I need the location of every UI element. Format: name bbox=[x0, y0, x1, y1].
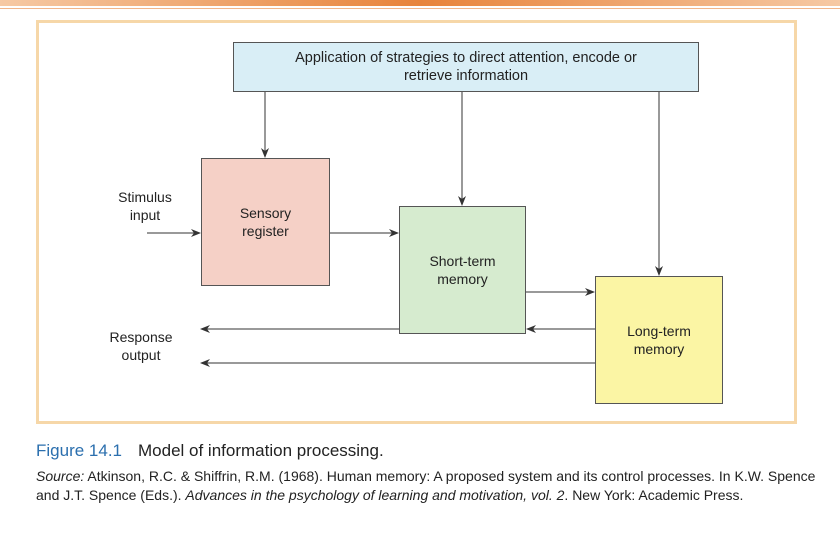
source-label: Source: bbox=[36, 468, 85, 484]
top-thin-line bbox=[0, 8, 840, 9]
stimulus-input-label: Stimulus input bbox=[118, 189, 172, 223]
figure-number: Figure 14.1 bbox=[36, 441, 122, 460]
figure-source: Source: Atkinson, R.C. & Shiffrin, R.M. … bbox=[36, 467, 826, 505]
long-term-memory-box: Long-term memory bbox=[595, 276, 723, 404]
short-term-memory-box: Short-term memory bbox=[399, 206, 526, 334]
top-gradient-band bbox=[0, 0, 840, 6]
top-decorative-bar bbox=[0, 0, 840, 9]
figure-title: Model of information processing. bbox=[138, 441, 384, 460]
response-output-label: Response output bbox=[109, 329, 173, 363]
sensory-register-box: Sensory register bbox=[201, 158, 330, 286]
figure-title-line: Figure 14.1 Model of information processi… bbox=[36, 440, 826, 462]
control-processes-box: Application of strategies to direct atte… bbox=[233, 42, 699, 92]
source-text-2: . New York: Academic Press. bbox=[564, 487, 744, 503]
figure-caption: Figure 14.1 Model of information processi… bbox=[36, 440, 826, 505]
source-text-1: Atkinson, R.C. & Shiffrin, R.M. (1968). … bbox=[36, 468, 816, 503]
source-book-title: Advances in the psychology of learning a… bbox=[185, 487, 524, 503]
source-volume: , vol. 2 bbox=[523, 487, 565, 503]
